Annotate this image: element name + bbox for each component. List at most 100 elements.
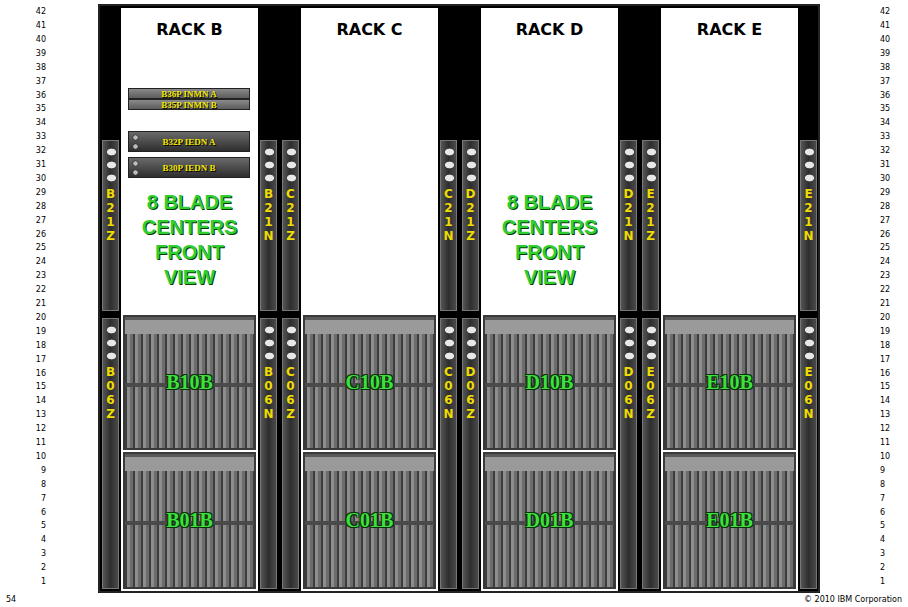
unit-number: 2 [880,563,902,573]
unit-number: 29 [880,188,902,198]
pdu-label: C06N [443,319,455,421]
rack-title: RACK C [301,20,438,39]
chassis-label: C01B [346,509,394,532]
power-strip: B21Z [102,140,119,311]
power-strip: C21N [440,140,457,311]
pdu-label: D21Z [465,141,477,243]
unit-number: 28 [24,202,46,212]
unit-number: 19 [24,327,46,337]
pdu-label: C06Z [285,319,297,421]
unit-number: 4 [880,535,902,545]
unit-number: 10 [880,452,902,462]
network-switch: B32P IEDN A [128,131,250,152]
unit-number: 8 [880,480,902,490]
chassis-label: E10B [706,371,753,394]
unit-number: 6 [24,508,46,518]
pdu-label: C21Z [285,141,297,243]
network-switch: B36P INMN A [128,88,250,99]
unit-number: 1 [24,577,46,587]
pdu-label: D21N [623,141,635,243]
page-number: 54 [6,595,16,605]
unit-number: 41 [880,21,902,31]
unit-number: 39 [880,49,902,59]
unit-number: 24 [24,257,46,267]
unit-number: 28 [880,202,902,212]
unit-number: 12 [880,424,902,434]
unit-number: 5 [880,521,902,531]
unit-number: 3 [24,549,46,559]
pdu-label: D06Z [465,319,477,421]
unit-number: 27 [880,216,902,226]
equipment-rack: RACK EE10BE01B [661,8,798,591]
unit-number: 25 [880,243,902,253]
chassis-label: B01B [166,509,213,532]
power-strip: B06Z [102,318,119,589]
pdu-label: E21Z [645,141,657,243]
pdu-label: B21Z [105,141,117,243]
chassis-label: D01B [526,509,574,532]
equipment-rack: RACK B 8 BLADE CENTERS FRONT VIEW B36P INM… [121,8,258,591]
unit-number: 30 [24,174,46,184]
chassis-label: C10B [346,371,394,394]
unit-number: 25 [24,243,46,253]
power-strip: C06N [440,318,457,589]
unit-number: 13 [24,410,46,420]
unit-number: 7 [24,494,46,504]
unit-number: 38 [24,63,46,73]
pdu-label: B06N [263,319,275,421]
blade-center: C01B [303,452,436,589]
power-strip: D06Z [462,318,479,589]
chassis-label: E01B [706,509,753,532]
power-strip: E21Z [642,140,659,311]
unit-number: 9 [880,466,902,476]
chassis-label: D10B [526,371,574,394]
blade-center: B10B [123,315,256,450]
blade-center: E01B [663,452,796,589]
switch-label: B32P IEDN A [162,137,215,147]
rack-note: 8 BLADE CENTERS FRONT VIEW [130,190,249,290]
unit-number: 32 [24,146,46,156]
unit-number: 34 [880,118,902,128]
unit-number: 4 [24,535,46,545]
unit-number: 38 [880,63,902,73]
network-switch: B30P IEDN B [128,157,250,178]
unit-number: 18 [880,341,902,351]
unit-number: 40 [880,35,902,45]
copyright-note: © 2010 IBM Corporation [804,595,902,605]
power-strip: E06N [800,318,817,589]
unit-number: 8 [24,480,46,490]
unit-number: 26 [24,230,46,240]
unit-number: 40 [24,35,46,45]
unit-number: 1 [880,577,902,587]
pdu-label: E21N [803,141,815,243]
rack-note: 8 BLADE CENTERS FRONT VIEW [490,190,609,290]
unit-number: 22 [880,285,902,295]
pdu-label: B06Z [105,319,117,421]
unit-number: 9 [24,466,46,476]
unit-number: 37 [880,77,902,87]
unit-number: 13 [880,410,902,420]
unit-number: 20 [880,313,902,323]
pdu-label: D06N [623,319,635,421]
unit-number: 37 [24,77,46,87]
unit-number: 11 [880,438,902,448]
network-switch: B35P INMN B [128,99,250,110]
unit-number: 33 [24,132,46,142]
unit-number: 35 [880,104,902,114]
unit-number: 5 [24,521,46,531]
unit-number: 29 [24,188,46,198]
unit-number: 18 [24,341,46,351]
unit-number: 2 [24,563,46,573]
blade-center: B01B [123,452,256,589]
equipment-rack: RACK C C10B C01B [301,8,438,591]
switch-label: B36P INMN A [161,89,217,99]
unit-number: 20 [24,313,46,323]
unit-number: 42 [880,7,902,17]
unit-number: 7 [880,494,902,504]
unit-number: 30 [880,174,902,184]
unit-number: 14 [880,396,902,406]
rack-title: RACK B [121,20,258,39]
unit-number: 33 [880,132,902,142]
equipment-rack: RACK D8 BLADE CENTERS FRONT VIEWD10BD01B [481,8,618,591]
unit-number: 16 [880,369,902,379]
